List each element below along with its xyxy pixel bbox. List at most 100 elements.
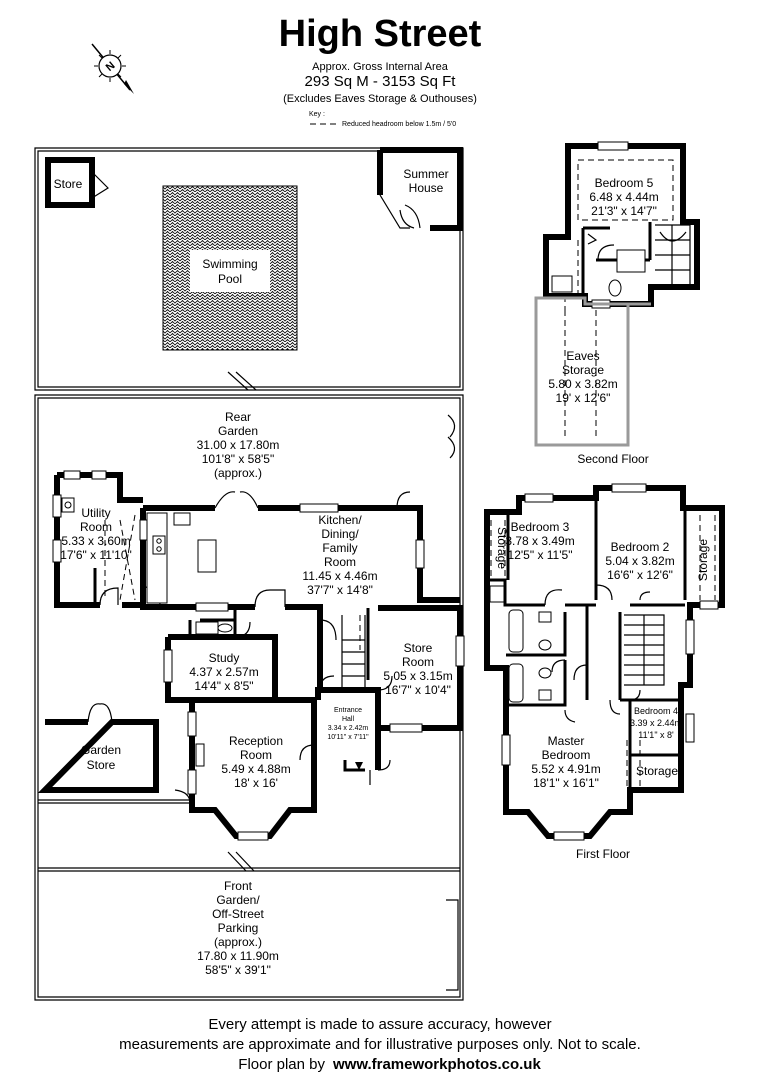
study-label: Study — [209, 651, 240, 665]
garden-store-label-2: Store — [87, 758, 116, 772]
credit-prefix: Floor plan by — [238, 1056, 325, 1073]
kitchen-dim-m: 11.45 x 4.46m — [302, 569, 377, 583]
front-gate — [446, 899, 459, 991]
ground-floor-windows — [52, 470, 465, 841]
first-floor-windows — [501, 483, 719, 841]
eaves-dim-m: 5.80 x 3.82m — [548, 377, 617, 391]
area-caption: Approx. Gross Internal Area — [312, 61, 449, 73]
study-dim-ft: 14'4" x 8'5" — [194, 679, 253, 693]
second-floor-labels: Bedroom 5 6.48 x 4.44m 21'3" x 14'7" Eav… — [548, 176, 658, 466]
entrance-hall-dim-ft: 10'11" x 7'11" — [327, 734, 369, 741]
store-room-dim-ft: 16'7" x 10'4" — [385, 683, 451, 697]
garden-store-label-1: Garden — [81, 743, 121, 757]
kitchen-label-3: Family — [322, 541, 357, 555]
reception-dim-ft: 18' x 16' — [234, 776, 278, 790]
compass-north-icon: N — [91, 43, 134, 94]
master-label-1: Master — [548, 734, 585, 748]
reception-label-1: Reception — [229, 734, 283, 748]
disclaimer-line-2: measurements are approximate and for ill… — [119, 1036, 641, 1053]
kitchen-label-2: Dining/ — [321, 527, 359, 541]
kitchen-dim-ft: 37'7" x 14'8" — [307, 583, 373, 597]
swimming-pool: Swimming Pool — [162, 185, 298, 351]
pool-label-1: Swimming — [202, 257, 257, 271]
bedroom3-label: Bedroom 3 — [511, 520, 570, 534]
rear-garden-dim-m: 31.00 x 17.80m — [197, 438, 280, 452]
eaves-label-2: Storage — [562, 363, 604, 377]
bedroom4-dim-ft: 11'1" x 8' — [638, 730, 674, 740]
page-title: High Street — [279, 13, 482, 55]
front-garden-dim-ft: 58'5" x 39'1" — [205, 963, 271, 977]
summer-house-label-2: House — [409, 181, 444, 195]
study-dim-m: 4.37 x 2.57m — [189, 665, 258, 679]
bedroom2-dim-ft: 16'6" x 12'6" — [607, 568, 673, 582]
bedroom5-dim-m: 6.48 x 4.44m — [589, 190, 658, 204]
store-room-label-1: Store — [404, 641, 433, 655]
first-floor-fixtures — [489, 515, 716, 786]
bedroom3-dim-ft: 12'5" x 11'5" — [508, 548, 573, 562]
entrance-hall-label-1: Entrance — [334, 707, 362, 714]
first-floor — [484, 485, 725, 839]
storage-left-label: Storage — [495, 527, 509, 569]
pool-label-2: Pool — [218, 272, 242, 286]
utility-label-1: Utility — [81, 506, 110, 520]
eaves-label-1: Eaves — [566, 349, 599, 363]
summer-house: Summer House — [377, 147, 463, 231]
bedroom3-dim-m: 3.78 x 3.49m — [505, 534, 574, 548]
rear-garden-approx: (approx.) — [214, 466, 262, 480]
front-garden-approx: (approx.) — [214, 935, 262, 949]
garden-plot — [34, 394, 464, 1001]
summer-house-label-1: Summer — [403, 167, 448, 181]
kitchen-label-4: Room — [324, 555, 356, 569]
storage-b4-label: Storage — [636, 764, 678, 778]
key-label: Key : — [309, 111, 325, 118]
second-floor-title: Second Floor — [577, 452, 648, 466]
rear-garden-dim-ft: 101'8" x 58'5" — [202, 452, 275, 466]
master-label-2: Bedroom — [542, 748, 591, 762]
entrance-hall-label-2: Hall — [342, 716, 355, 723]
front-garden-dim-m: 17.80 x 11.90m — [197, 949, 279, 963]
kitchen-label-1: Kitchen/ — [318, 513, 362, 527]
disclaimer-line-1: Every attempt is made to assure accuracy… — [208, 1016, 551, 1033]
first-floor-labels: Bedroom 3 3.78 x 3.49m 12'5" x 11'5" Bed… — [495, 520, 710, 861]
area-value: 293 Sq M - 3153 Sq Ft — [305, 73, 457, 90]
master-dim-ft: 18'1" x 16'1" — [533, 776, 599, 790]
utility-dim-ft: 17'6" x 11'10" — [60, 548, 132, 562]
store-label: Store — [54, 177, 83, 191]
key-item: Reduced headroom below 1.5m / 5'0 — [342, 121, 456, 128]
rear-plot — [34, 147, 464, 391]
ground-floor-walls — [54, 472, 463, 839]
reception-label-2: Room — [240, 748, 272, 762]
rear-garden-label-1: Rear — [225, 410, 251, 424]
first-floor-title: First Floor — [576, 847, 630, 861]
bedroom2-dim-m: 5.04 x 3.82m — [605, 554, 674, 568]
entrance-hall-dim-m: 3.34 x 2.42m — [328, 725, 369, 732]
area-excludes: (Excludes Eaves Storage & Outhouses) — [283, 93, 477, 105]
store-room-dim-m: 5.05 x 3.15m — [383, 669, 452, 683]
bedroom4-dim-m: 3.39 x 2.44m — [630, 718, 682, 728]
front-garden-label-2: Garden/ — [216, 893, 260, 907]
front-door-arrow-icon — [355, 762, 363, 770]
eaves-dim-ft: 19' x 12'6" — [556, 391, 611, 405]
master-dim-m: 5.52 x 4.91m — [531, 762, 600, 776]
header: High Street Approx. Gross Internal Area … — [279, 13, 482, 128]
storage-right-label: Storage — [696, 539, 710, 581]
garden-store: Garden Store — [37, 703, 159, 793]
utility-dim-m: 5.33 x 3.60m — [61, 534, 130, 548]
bedroom2-label: Bedroom 2 — [611, 540, 670, 554]
store-room-label-2: Room — [402, 655, 434, 669]
ground-floor-labels: Utility Room 5.33 x 3.60m 17'6" x 11'10"… — [60, 506, 452, 790]
second-floor — [534, 141, 700, 447]
reception-dim-m: 5.49 x 4.88m — [221, 762, 290, 776]
utility-label-2: Room — [80, 520, 112, 534]
bedroom5-label: Bedroom 5 — [595, 176, 654, 190]
rear-garden-label-2: Garden — [218, 424, 258, 438]
front-garden-label-4: Parking — [218, 921, 259, 935]
bedroom4-label: Bedroom 4 — [634, 706, 678, 716]
front-garden-label-1: Front — [224, 879, 253, 893]
ground-floor-fixtures — [61, 497, 366, 770]
footer: Every attempt is made to assure accuracy… — [119, 1016, 641, 1073]
bedroom5-dim-ft: 21'3" x 14'7" — [591, 204, 657, 218]
outside-store: Store — [45, 157, 109, 208]
credit-site-link[interactable]: www.frameworkphotos.co.uk — [332, 1056, 541, 1073]
